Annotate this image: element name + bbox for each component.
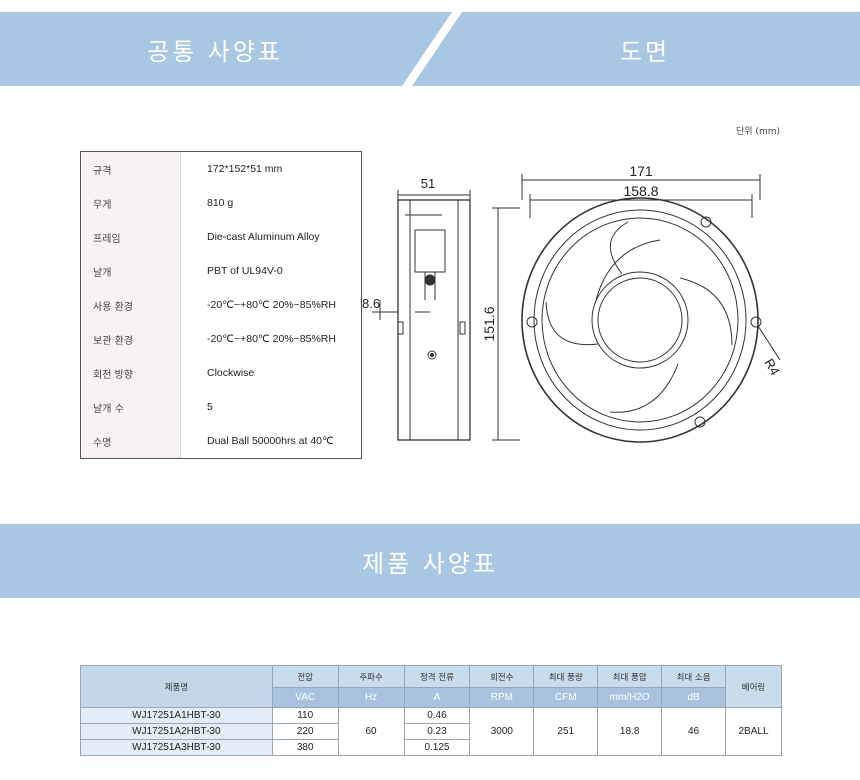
noise-value: 46 bbox=[661, 707, 726, 756]
spec-value: Dual Ball 50000hrs at 40℃ bbox=[207, 435, 334, 447]
product-spec-title: 제품 사양표 bbox=[0, 524, 860, 598]
header-current: 정격 전류 bbox=[403, 665, 471, 688]
current-value: 0.125 bbox=[403, 739, 471, 756]
dim-height: 151.6 bbox=[481, 306, 497, 341]
dim-depth: 51 bbox=[421, 176, 435, 191]
spec-value: 172*152*51 mm bbox=[207, 163, 283, 175]
dim-offset: 8.6 bbox=[362, 296, 380, 311]
spec-label: 프레임 bbox=[93, 233, 121, 245]
spec-value: -20℃~+80℃ 20%~85%RH bbox=[207, 333, 336, 345]
unit-speed: RPM bbox=[469, 687, 535, 708]
spec-row-weight: 무게 810 g bbox=[81, 186, 361, 220]
bearing-value: 2BALL bbox=[725, 707, 782, 756]
spec-label: 수명 bbox=[93, 437, 112, 449]
product-spec-table: 제품명 전압 주파수 정격 전류 회전수 최대 풍량 최대 풍압 최대 소음 베… bbox=[80, 665, 782, 756]
spec-row-blade: 날개 PBT of UL94V-0 bbox=[81, 254, 361, 288]
current-value: 0.46 bbox=[403, 707, 471, 724]
spec-value: Clockwise bbox=[207, 367, 255, 379]
unit-note: 단위 (mm) bbox=[736, 127, 780, 137]
spec-row-operating-env: 사용 환경 -20℃~+80℃ 20%~85%RH bbox=[81, 288, 361, 322]
drawing-title: 도면 bbox=[619, 37, 671, 66]
spec-label: 사용 환경 bbox=[93, 301, 133, 313]
header-frequency: 주파수 bbox=[337, 665, 405, 688]
spec-row-blade-count: 날개 수 5 bbox=[81, 390, 361, 424]
banner-divider bbox=[402, 12, 462, 86]
header-model: 제품명 bbox=[80, 665, 273, 708]
voltage-value: 110 bbox=[271, 707, 339, 724]
header-pressure: 최대 풍압 bbox=[597, 665, 663, 688]
header-noise: 최대 소음 bbox=[661, 665, 726, 688]
unit-noise: dB bbox=[661, 687, 726, 708]
spec-row-storage-env: 보관 환경 -20℃~+80℃ 20%~85%RH bbox=[81, 322, 361, 356]
header-bearing: 베어링 bbox=[725, 665, 782, 708]
spec-label: 보관 환경 bbox=[93, 335, 133, 347]
common-spec-title: 공통 사양표 bbox=[146, 37, 284, 66]
front-view bbox=[492, 174, 781, 443]
current-value: 0.23 bbox=[403, 723, 471, 740]
unit-current: A bbox=[403, 687, 471, 708]
spec-row-lifetime: 수명 Dual Ball 50000hrs at 40℃ bbox=[81, 424, 361, 458]
airflow-value: 251 bbox=[533, 707, 599, 756]
voltage-value: 380 bbox=[271, 739, 339, 756]
spec-value: PBT of UL94V-0 bbox=[207, 265, 283, 277]
spec-label: 날개 bbox=[93, 267, 112, 279]
table-row: WJ17251A1HBT-30 110 60 0.46 3000 251 18.… bbox=[80, 707, 782, 756]
spec-label: 회전 방향 bbox=[93, 369, 133, 381]
dim-hole-spacing: 158.8 bbox=[623, 183, 658, 199]
spec-value: 5 bbox=[207, 401, 213, 413]
unit-voltage: VAC bbox=[271, 687, 339, 708]
unit-airflow: CFM bbox=[533, 687, 599, 708]
spec-label: 무게 bbox=[93, 199, 112, 211]
top-banner: 공통 사양표 도면 bbox=[0, 12, 860, 86]
spec-label-column bbox=[81, 152, 181, 458]
spec-label: 날개 수 bbox=[93, 403, 124, 415]
unit-pressure: mm/H2O bbox=[597, 687, 663, 708]
frequency-value: 60 bbox=[337, 707, 405, 756]
speed-value: 3000 bbox=[469, 707, 535, 756]
spec-row-size: 규격 172*152*51 mm bbox=[81, 152, 361, 186]
spec-value: 810 g bbox=[207, 197, 234, 209]
table-row: WJ17251A3HBT-30 380 0.125 bbox=[80, 739, 782, 756]
header-voltage: 전압 bbox=[271, 665, 339, 688]
spec-value: -20℃~+80℃ 20%~85%RH bbox=[207, 299, 336, 311]
spec-label: 규격 bbox=[93, 165, 112, 177]
spec-value: Die-cast Aluminum Alloy bbox=[207, 231, 320, 243]
header-airflow: 최대 풍량 bbox=[533, 665, 599, 688]
pressure-value: 18.8 bbox=[597, 707, 663, 756]
spec-row-frame: 프레임 Die-cast Aluminum Alloy bbox=[81, 220, 361, 254]
voltage-value: 220 bbox=[271, 723, 339, 740]
common-spec-table: 규격 172*152*51 mm 무게 810 g 프레임 Die-cast A… bbox=[80, 151, 362, 459]
side-view bbox=[372, 190, 471, 441]
dim-width: 171 bbox=[629, 163, 653, 179]
header-speed: 회전수 bbox=[469, 665, 535, 688]
model-name: WJ17251A2HBT-30 bbox=[80, 723, 273, 740]
spec-row-rotation: 회전 방향 Clockwise bbox=[81, 356, 361, 390]
model-name: WJ17251A3HBT-30 bbox=[80, 739, 273, 756]
dim-radius: R4 bbox=[761, 356, 782, 378]
fan-technical-drawing: 51 8.6 171 158.8 151.6 R4 bbox=[362, 163, 783, 443]
model-name: WJ17251A1HBT-30 bbox=[80, 707, 273, 724]
unit-frequency: Hz bbox=[337, 687, 405, 708]
table-row: WJ17251A2HBT-30 220 0.23 bbox=[80, 723, 782, 740]
